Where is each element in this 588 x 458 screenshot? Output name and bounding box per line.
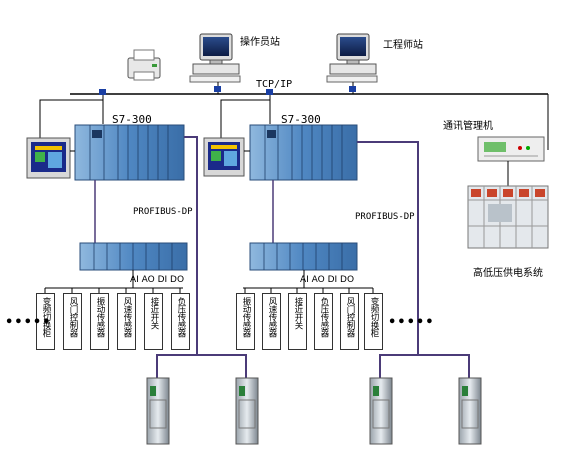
sensor-label: 风门控制器 (345, 297, 355, 337)
drive-cabinet-1-icon (146, 377, 170, 445)
sensor-label: 振动传感器 (95, 297, 105, 337)
power-system-label: 高低压供电系统 (473, 268, 543, 279)
engineer-port-icon (349, 86, 356, 92)
sensor-box: 负压传感器 (314, 293, 333, 350)
sensor-box: 变频切换柜 (364, 293, 383, 350)
sensor-label: 风门控制器 (68, 297, 78, 337)
sensor-box: 风速传感器 (262, 293, 281, 350)
sensor-box: 风速传感器 (117, 293, 136, 350)
right-hmi-panel-icon (203, 137, 245, 177)
switchgear-icon (467, 185, 549, 249)
comm-manager-label: 通讯管理机 (443, 121, 493, 132)
drive-cabinet-3-icon (369, 377, 393, 445)
left-plc-label: S7-300 (112, 113, 152, 126)
sensor-label: 风速传感器 (122, 297, 132, 337)
sensor-label: 接近开关 (293, 297, 303, 329)
sensor-label: 变频切换柜 (41, 297, 51, 337)
engineer-station-label: 工程师站 (383, 40, 423, 51)
left-profibus-label: PROFIBUS-DP (133, 207, 193, 217)
right-io-module-icon (249, 242, 358, 271)
operator-workstation-icon (189, 33, 241, 83)
sensor-box: 风门控制器 (63, 293, 82, 350)
drive-cabinet-4-icon (458, 377, 482, 445)
sensor-box: 接近开关 (144, 293, 163, 350)
right-ellipsis: ••••• (388, 315, 435, 330)
sensor-label: 负压传感器 (176, 297, 186, 337)
sensor-label: 振动传感器 (241, 297, 251, 337)
comm-manager-device-icon (477, 136, 545, 162)
sensor-box: 风门控制器 (340, 293, 359, 350)
sensor-box: 接近开关 (288, 293, 307, 350)
operator-port-icon (214, 86, 221, 92)
sensor-label: 变频切换柜 (369, 297, 379, 337)
sensor-box: 振动传感器 (236, 293, 255, 350)
engineer-workstation-icon (326, 33, 378, 83)
left-hmi-panel-icon (26, 137, 71, 179)
drive-cabinet-2-icon (235, 377, 259, 445)
left-io-label: AI AO DI DO (130, 275, 185, 285)
sensor-box: 变频切换柜 (36, 293, 55, 350)
operator-station-label: 操作员站 (240, 37, 280, 48)
sensor-box: 振动传感器 (90, 293, 109, 350)
printer-icon (127, 49, 161, 81)
sensor-label: 负压传感器 (319, 297, 329, 337)
left-ellipsis: ••••• (5, 315, 52, 330)
right-plc-rack-icon (249, 124, 358, 181)
tcpip-label: TCP/IP (256, 79, 293, 90)
sensor-label: 接近开关 (149, 297, 159, 329)
left-plc-rack-icon (74, 124, 185, 181)
sensor-label: 风速传感器 (267, 297, 277, 337)
left-io-module-icon (79, 242, 188, 271)
right-profibus-label: PROFIBUS-DP (355, 212, 415, 222)
right-plc-label: S7-300 (281, 113, 321, 126)
sensor-box: 负压传感器 (171, 293, 190, 350)
right-io-label: AI AO DI DO (300, 275, 355, 285)
